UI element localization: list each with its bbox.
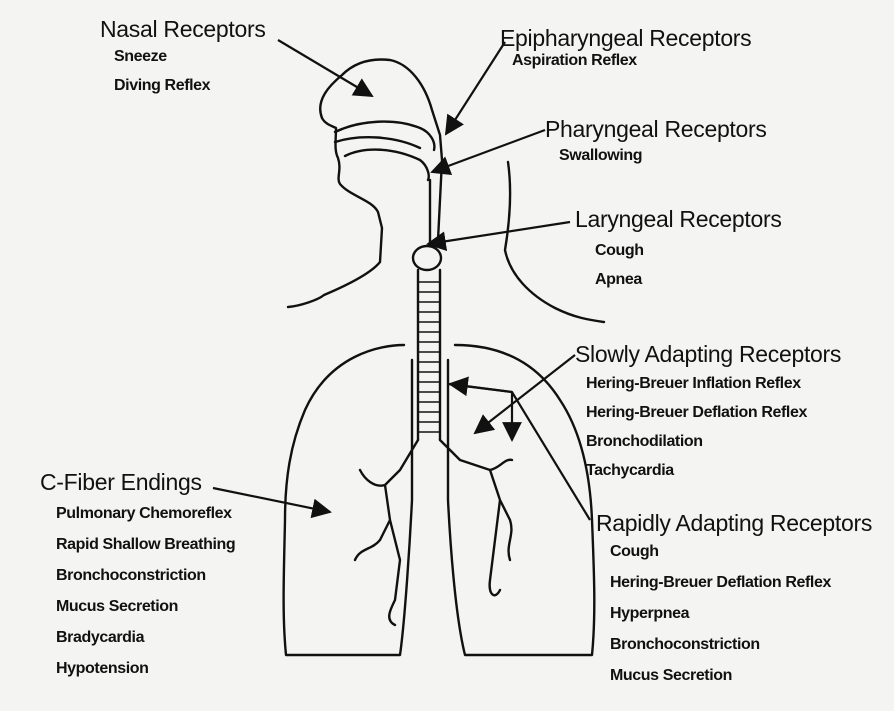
slowly-adapting-item-4: Tachycardia bbox=[586, 456, 841, 485]
slowly-adapting-item-3: Bronchodilation bbox=[586, 427, 841, 456]
tongue bbox=[345, 150, 429, 180]
rapidly-adapting-receptors-title: Rapidly Adapting Receptors bbox=[596, 510, 872, 536]
nasal-cavity bbox=[335, 122, 434, 150]
slowly-adapting-arrow bbox=[475, 355, 575, 433]
slowly-adapting-receptors-list: Hering-Breuer Inflation Reflex Hering-Br… bbox=[586, 369, 841, 485]
nasal-arrow bbox=[278, 40, 372, 96]
larynx bbox=[413, 246, 441, 270]
nasal-item-2: Diving Reflex bbox=[114, 71, 266, 100]
epipharyngeal-receptors-title: Epipharyngeal Receptors bbox=[500, 25, 751, 51]
slowly-adapting-receptors-title: Slowly Adapting Receptors bbox=[575, 341, 841, 367]
left-lung bbox=[284, 345, 412, 655]
c-fiber-item-4: Mucus Secretion bbox=[56, 591, 235, 622]
rapidly-adapting-receptors-list: Cough Hering-Breuer Deflation Reflex Hyp… bbox=[610, 536, 872, 691]
c-fiber-item-2: Rapid Shallow Breathing bbox=[56, 529, 235, 560]
c-fiber-endings-list: Pulmonary Chemoreflex Rapid Shallow Brea… bbox=[56, 498, 235, 684]
c-fiber-endings-title: C-Fiber Endings bbox=[40, 469, 235, 495]
laryngeal-receptors-group: Laryngeal Receptors Cough Apnea bbox=[575, 206, 782, 294]
c-fiber-endings-group: C-Fiber Endings Pulmonary Chemoreflex Ra… bbox=[40, 469, 235, 684]
nasal-receptors-title: Nasal Receptors bbox=[100, 16, 266, 42]
pharyngeal-receptors-group: Pharyngeal Receptors Swallowing bbox=[545, 116, 767, 166]
nasal-receptors-group: Nasal Receptors Sneeze Diving Reflex bbox=[100, 16, 266, 100]
laryngeal-receptors-list: Cough Apnea bbox=[595, 236, 782, 294]
rapidly-adapting-arrow-2 bbox=[450, 384, 512, 392]
rapidly-adapting-item-2: Hering-Breuer Deflation Reflex bbox=[610, 567, 872, 598]
hard-palate bbox=[335, 137, 420, 148]
rapidly-adapting-leader bbox=[448, 384, 590, 520]
left-bronchus bbox=[355, 440, 418, 625]
pharyngeal-arrow bbox=[432, 130, 545, 172]
laryngeal-item-1: Cough bbox=[595, 236, 782, 265]
c-fiber-item-3: Bronchoconstriction bbox=[56, 560, 235, 591]
rapidly-adapting-receptors-group: Rapidly Adapting Receptors Cough Hering-… bbox=[596, 510, 872, 691]
c-fiber-item-1: Pulmonary Chemoreflex bbox=[56, 498, 235, 529]
nasal-receptors-list: Sneeze Diving Reflex bbox=[114, 42, 266, 100]
rapidly-adapting-item-5: Mucus Secretion bbox=[610, 660, 872, 691]
rapidly-adapting-item-3: Hyperpnea bbox=[610, 598, 872, 629]
epipharyngeal-receptors-list: Aspiration Reflex bbox=[512, 51, 751, 71]
tracheal-rings bbox=[418, 282, 440, 432]
epipharyngeal-item-1: Aspiration Reflex bbox=[512, 51, 751, 71]
pharyngeal-receptors-list: Swallowing bbox=[559, 146, 767, 166]
epipharyngeal-arrow bbox=[446, 42, 505, 134]
right-lung bbox=[448, 345, 594, 655]
rapidly-adapting-item-4: Bronchoconstriction bbox=[610, 629, 872, 660]
c-fiber-item-5: Bradycardia bbox=[56, 622, 235, 653]
c-fiber-item-6: Hypotension bbox=[56, 653, 235, 684]
rapidly-adapting-item-1: Cough bbox=[610, 536, 872, 567]
epipharyngeal-receptors-group: Epipharyngeal Receptors Aspiration Refle… bbox=[500, 25, 751, 71]
pharyngeal-item-1: Swallowing bbox=[559, 146, 767, 166]
slowly-adapting-receptors-group: Slowly Adapting Receptors Hering-Breuer … bbox=[575, 341, 841, 485]
face-profile bbox=[288, 118, 382, 307]
laryngeal-arrow bbox=[428, 222, 570, 244]
slowly-adapting-item-2: Hering-Breuer Deflation Reflex bbox=[586, 398, 841, 427]
slowly-adapting-item-1: Hering-Breuer Inflation Reflex bbox=[586, 369, 841, 398]
laryngeal-receptors-title: Laryngeal Receptors bbox=[575, 206, 782, 232]
pharyngeal-receptors-title: Pharyngeal Receptors bbox=[545, 116, 767, 142]
laryngeal-item-2: Apnea bbox=[595, 265, 782, 294]
right-bronchus bbox=[440, 440, 512, 595]
nasal-item-1: Sneeze bbox=[114, 42, 266, 71]
